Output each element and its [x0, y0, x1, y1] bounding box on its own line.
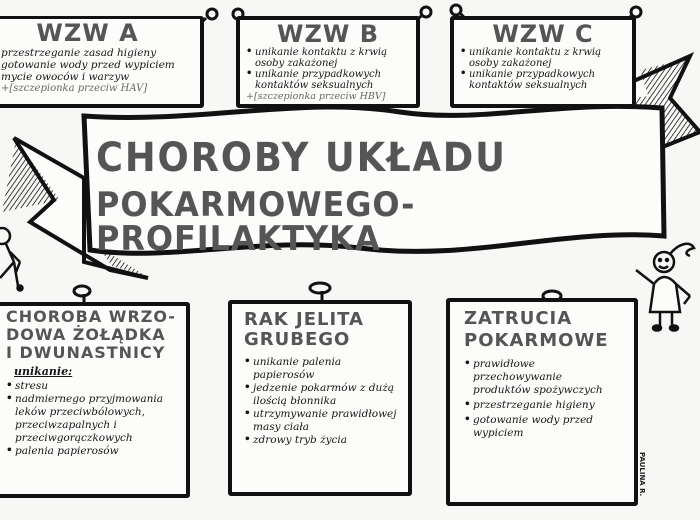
- title-line: ZATRUCIA: [464, 308, 573, 329]
- list-item: unikanie przypadkowych kontaktów seksual…: [460, 68, 626, 91]
- list-item: unikanie kontaktu z krwią osoby zakażone…: [460, 46, 626, 69]
- list-item: unikanie palenia papierosów: [244, 355, 402, 382]
- card-body: przestrzeganie zasad higieny gotowanie w…: [1, 47, 194, 95]
- card-title: ZATRUCIA POKARMOWE: [464, 308, 628, 352]
- card-title: WZW A: [36, 19, 139, 47]
- title-line: RAK JELITA: [244, 309, 364, 330]
- ribbon-tail-left: [12, 136, 149, 280]
- list-item: mycie owoców i warzyw: [1, 71, 130, 83]
- card-wzw-a: WZW A przestrzeganie zasad higieny gotow…: [0, 16, 204, 108]
- stick-figure-girl-icon: [635, 242, 696, 332]
- list-item: prawidłowe przechowywanie produktów spoż…: [464, 357, 614, 397]
- card-zatrucia-pokarmowe: ZATRUCIA POKARMOWE prawidłowe przechowyw…: [446, 298, 638, 506]
- title-line: I DWUNASTNICY: [6, 343, 166, 362]
- card-bullets: prawidłowe przechowywanie produktów spoż…: [464, 357, 614, 440]
- card-bullets: stresu nadmiernego przyjmowania leków pr…: [6, 379, 182, 458]
- card-title: WZW B: [277, 20, 379, 48]
- list-item: unikanie przypadkowych kontaktów seksual…: [246, 68, 410, 91]
- card-title: RAK JELITA GRUBEGO: [244, 310, 402, 350]
- banner-title-line1: CHOROBY UKŁADU: [96, 135, 507, 181]
- list-item: zdrowy tryb życia: [244, 433, 402, 447]
- list-item: unikanie kontaktu z krwią osoby zakażone…: [246, 46, 410, 69]
- title-line: DOWA ŻOŁĄDKA: [6, 325, 166, 344]
- card-bullets: unikanie palenia papierosów jedzenie pok…: [244, 355, 402, 447]
- vaccine-note: +[szczepionka przeciw HAV]: [1, 83, 148, 94]
- list-item: utrzymywanie prawidłowej masy ciała: [244, 407, 402, 434]
- list-item: przestrzeganie zasad higieny: [1, 47, 157, 59]
- title-line: POKARMOWE: [464, 330, 609, 351]
- card-subheading: unikanie:: [14, 365, 73, 378]
- card-rak-jelita: RAK JELITA GRUBEGO unikanie palenia papi…: [228, 300, 412, 496]
- list-item: palenia papierosów: [6, 444, 182, 458]
- list-item: gotowanie wody przed wypiciem: [1, 59, 175, 71]
- card-wzw-b: WZW B unikanie kontaktu z krwią osoby za…: [236, 16, 420, 108]
- card-choroba-wrzodowa: CHOROBA WRZO- DOWA ŻOŁĄDKA I DWUNASTNICY…: [0, 302, 190, 498]
- card-wzw-c: WZW C unikanie kontaktu z krwią osoby za…: [450, 16, 636, 108]
- list-item: jedzenie pokarmów z dużą ilością błonnik…: [244, 381, 402, 408]
- vaccine-note: +[szczepionka przeciw HBV]: [246, 91, 386, 102]
- list-item: nadmiernego przyjmowania leków przeciwbó…: [6, 392, 182, 445]
- title-line: CHOROBA WRZO-: [6, 307, 176, 326]
- card-title: CHOROBA WRZO- DOWA ŻOŁĄDKA I DWUNASTNICY: [6, 308, 182, 362]
- card-bullets: unikanie kontaktu z krwią osoby zakażone…: [460, 46, 626, 91]
- author-signature: PAULINA R.: [638, 452, 646, 497]
- stick-figure-left-icon: [0, 226, 24, 292]
- card-title: WZW C: [492, 20, 594, 48]
- list-item: przestrzeganie higieny: [464, 398, 614, 412]
- title-line: GRUBEGO: [244, 329, 351, 350]
- card-bullets: unikanie kontaktu z krwią osoby zakażone…: [246, 46, 410, 91]
- list-item: gotowanie wody przed wypiciem: [464, 413, 614, 440]
- list-item: stresu: [6, 379, 182, 393]
- banner-title-line2: POKARMOWEGO-PROFILAKTYKA: [96, 185, 416, 259]
